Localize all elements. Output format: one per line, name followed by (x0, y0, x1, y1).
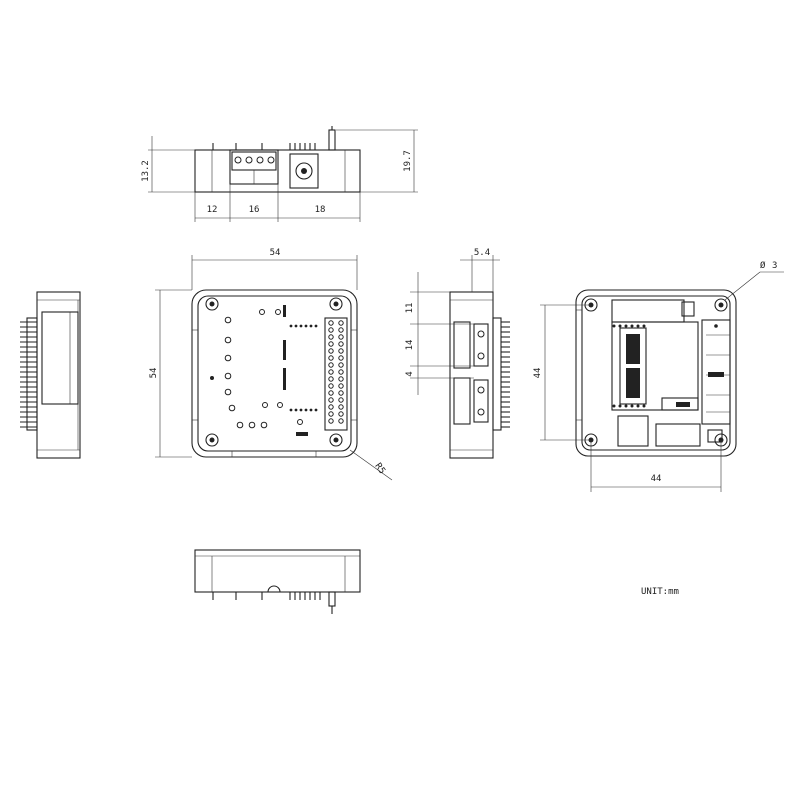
top-view: 13.2 19.7 12 16 18 (141, 126, 418, 222)
dim-13-2: 13.2 (141, 160, 151, 182)
front-view: 54 54 R5 (149, 248, 393, 481)
dim-4: 4 (405, 371, 415, 376)
dim-19-7: 19.7 (403, 150, 413, 172)
dim-44-vertical: 44 (533, 368, 543, 379)
top-pins (212, 126, 336, 151)
dim-14: 14 (405, 340, 415, 351)
dim-12: 12 (207, 205, 218, 215)
dim-11: 11 (405, 303, 415, 314)
bottom-view (194, 549, 361, 614)
left-side-pins (20, 321, 37, 428)
back-view: 44 44 Ø 3 (533, 260, 784, 492)
unit-label: UNIT:mm (641, 587, 679, 597)
dim-18: 18 (315, 205, 326, 215)
dim-54-height: 54 (149, 368, 159, 379)
front-pads (224, 309, 303, 429)
bottom-pins (212, 591, 336, 614)
dim-r5: R5 (372, 462, 386, 477)
left-side-view (20, 291, 81, 459)
dim-phi-symbol: Ø (760, 260, 766, 271)
dim-3-diameter: 3 (772, 261, 777, 271)
dim-54-width: 54 (270, 248, 281, 258)
front-via-row (289, 324, 318, 412)
dim-44-horizontal: 44 (651, 474, 662, 484)
dim-5-4: 5.4 (474, 248, 490, 258)
dim-16: 16 (249, 205, 260, 215)
front-header-pins (328, 320, 344, 424)
back-module-pins (612, 324, 646, 408)
right-side-view: 5.4 11 14 4 (405, 248, 510, 459)
right-side-pins (501, 321, 510, 428)
